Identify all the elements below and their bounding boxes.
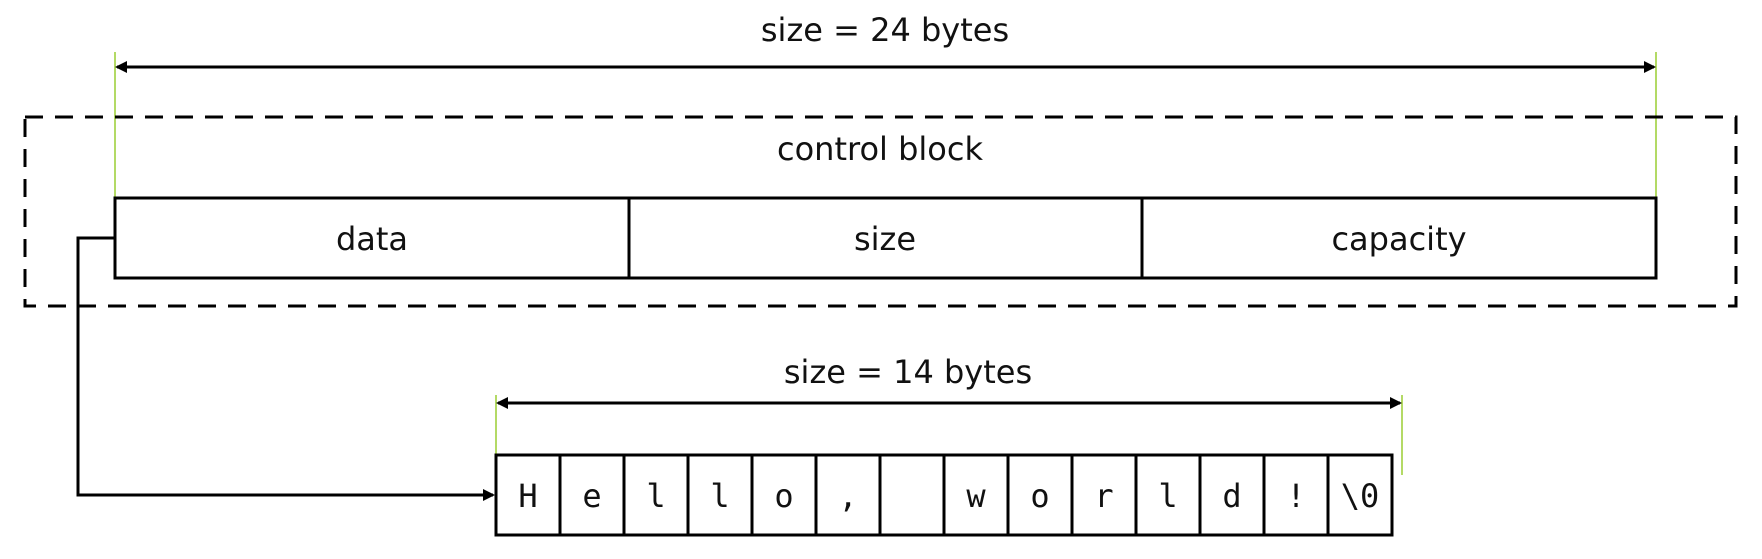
buffer-cell — [1326, 453, 1394, 537]
buffer-cell — [814, 453, 882, 537]
buffer-cell — [1262, 453, 1330, 537]
buffer-char: l — [710, 477, 729, 515]
buffer-dimension: size = 14 bytes — [495, 353, 1403, 475]
data-pointer-arrow — [76, 236, 495, 501]
buffer-cell — [1198, 453, 1266, 537]
buffer-cell — [1134, 453, 1202, 537]
buffer-cell — [494, 453, 562, 537]
buffer-char: w — [966, 477, 986, 515]
data-field-box — [113, 196, 631, 280]
control-block-title: control block — [777, 130, 983, 168]
buffer-cell — [558, 453, 626, 537]
top-dimension-label: size = 24 bytes — [761, 11, 1009, 49]
buffer-char: r — [1094, 477, 1113, 515]
buffer-char: l — [1158, 477, 1177, 515]
capacity-field-label: capacity — [1331, 220, 1466, 258]
buffer-char: o — [774, 477, 793, 515]
control-block: control block data size capacity — [23, 115, 1738, 308]
buffer-char: , — [838, 477, 857, 515]
control-block-border — [23, 115, 1738, 308]
buffer-cell — [686, 453, 754, 537]
buffer-char: \0 — [1341, 477, 1380, 515]
buffer-cell — [1006, 453, 1074, 537]
buffer-char: H — [518, 477, 537, 515]
data-field-label: data — [336, 220, 408, 258]
buffer-char: e — [582, 477, 601, 515]
buffer-cell — [1070, 453, 1138, 537]
size-field-label: size — [854, 220, 916, 258]
size-field-box — [627, 196, 1144, 280]
buffer-char: l — [646, 477, 665, 515]
buffer-dimension-label: size = 14 bytes — [784, 353, 1032, 391]
top-dimension: size = 24 bytes — [114, 11, 1657, 198]
buffer-char: d — [1222, 477, 1241, 515]
buffer-cell — [622, 453, 690, 537]
capacity-field-box — [1140, 196, 1658, 280]
buffer-char: o — [1030, 477, 1049, 515]
buffer-char: ! — [1286, 477, 1305, 515]
buffer-cell — [878, 453, 946, 537]
